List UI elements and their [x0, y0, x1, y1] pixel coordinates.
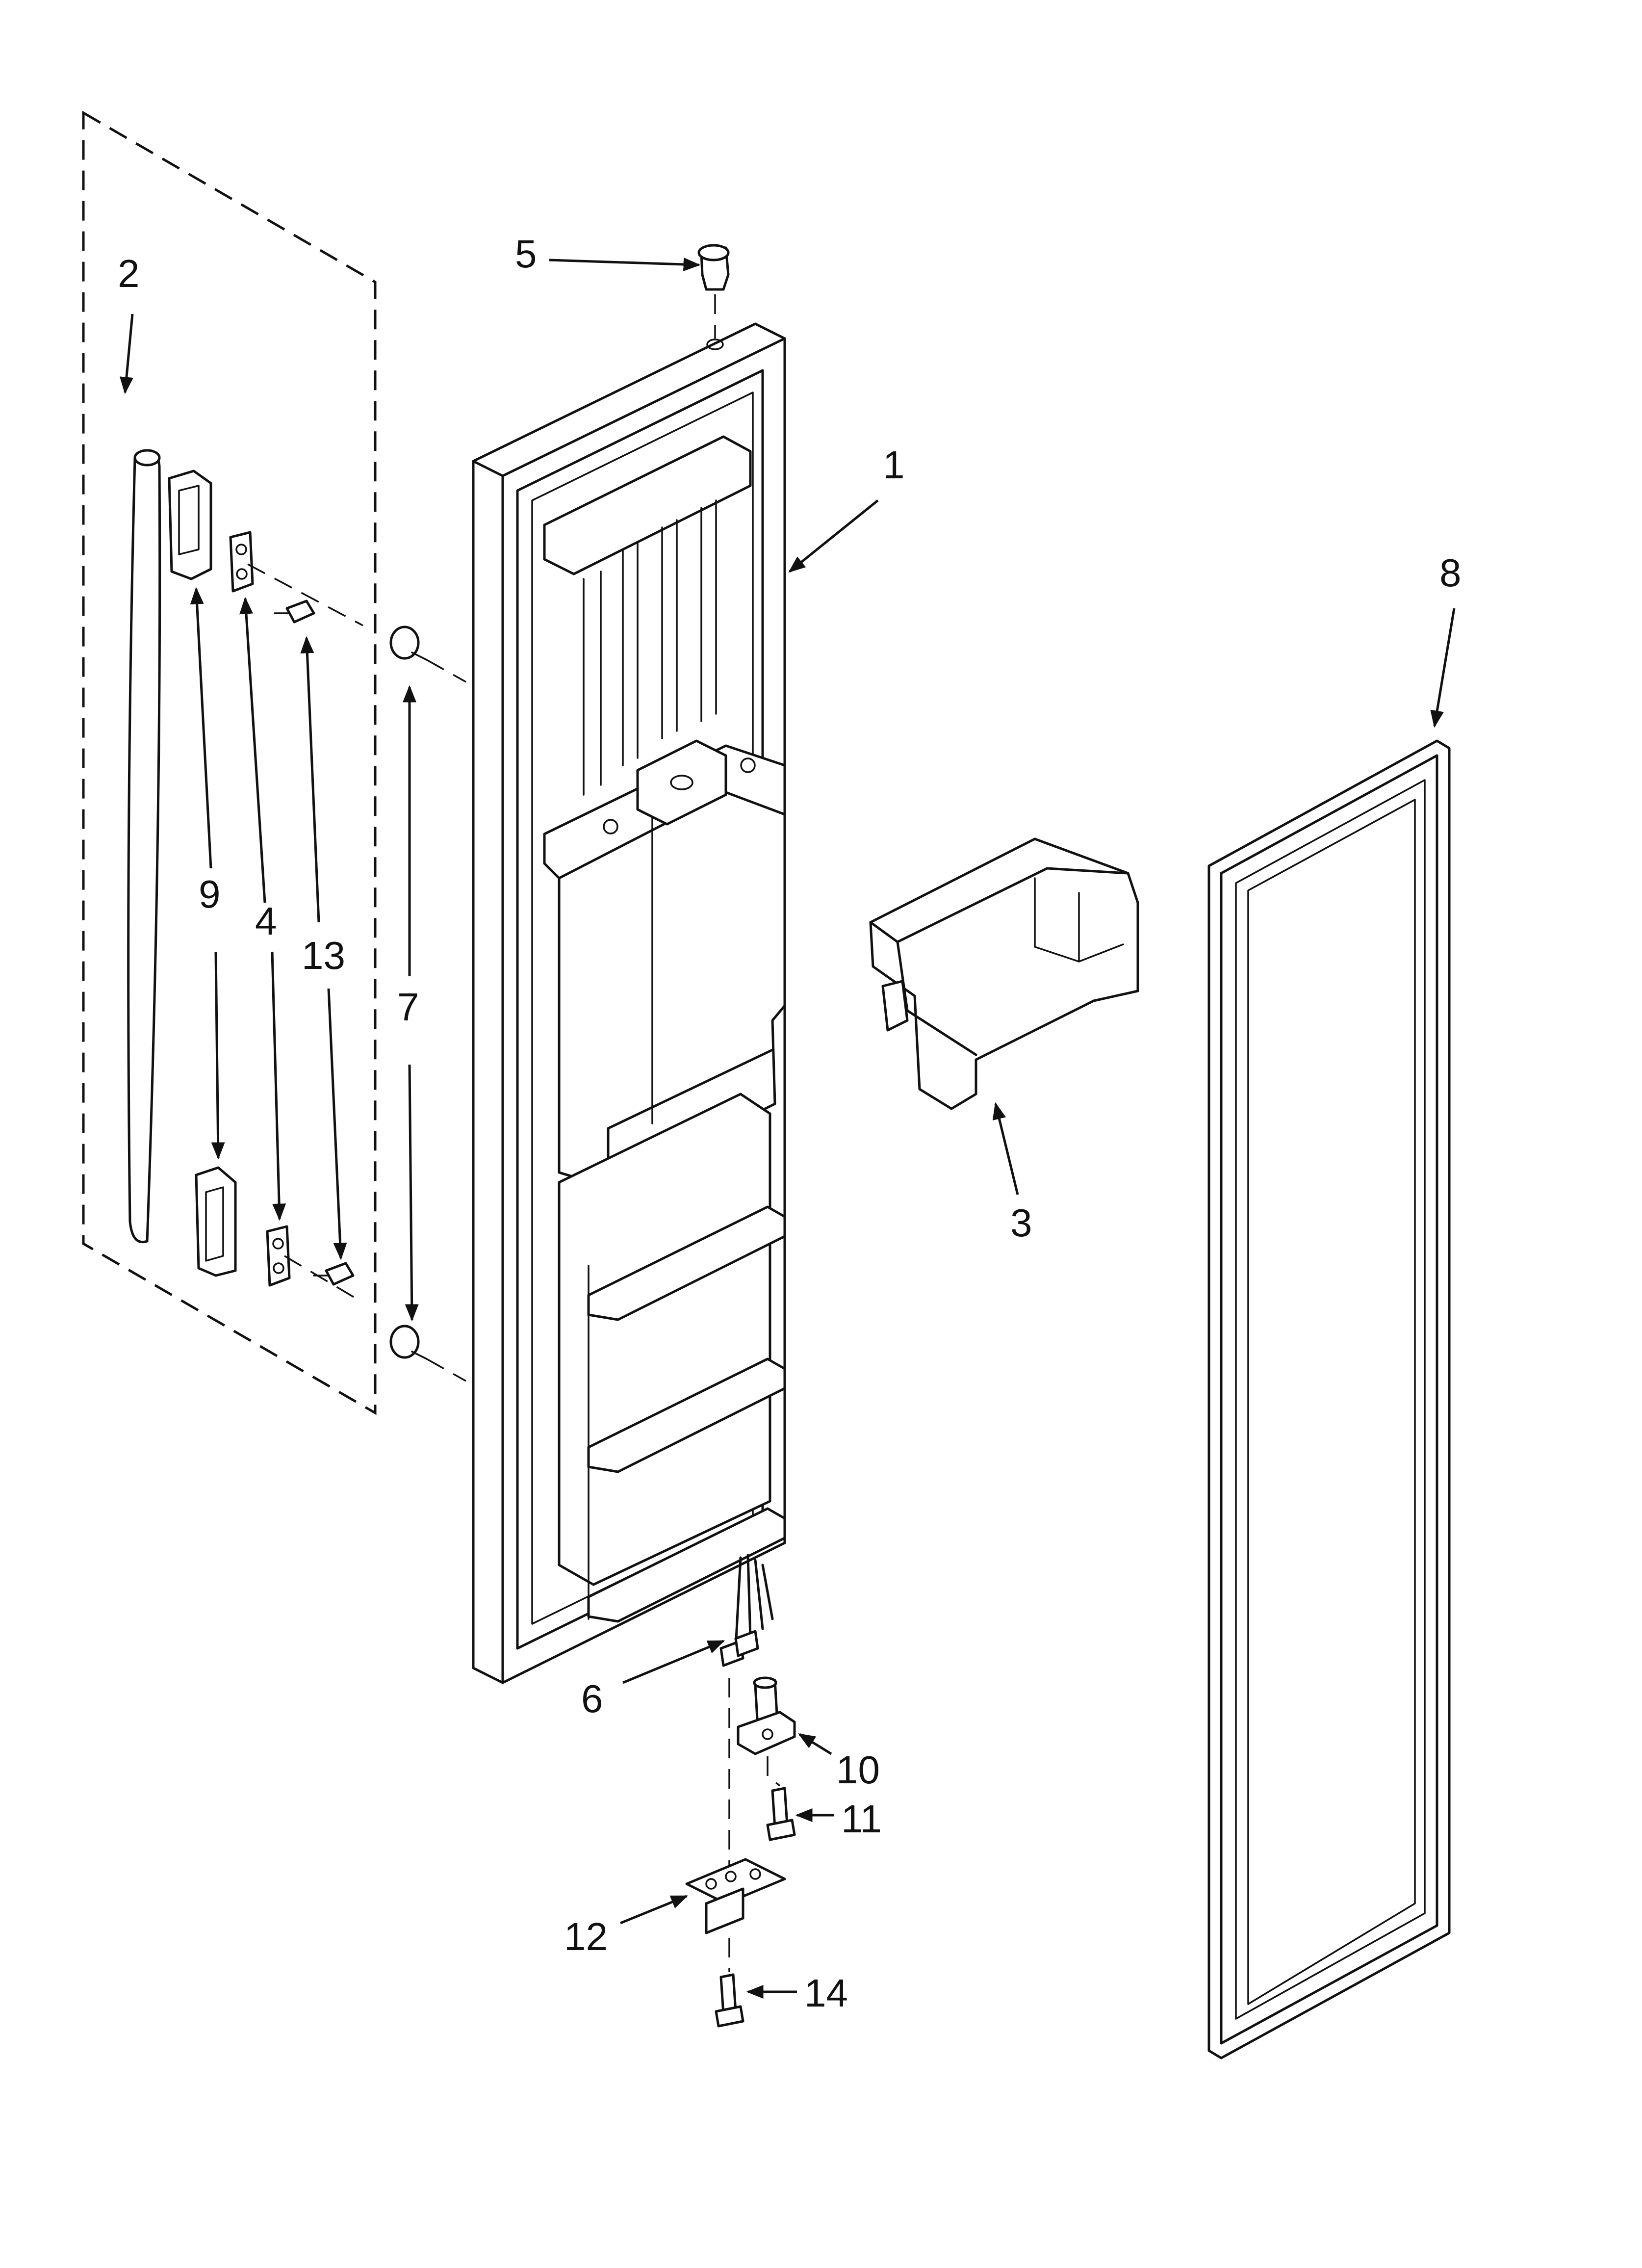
- hinge-screw: [766, 1787, 796, 1841]
- freezer-door: [472, 322, 786, 1684]
- callout-11: 11: [841, 1797, 882, 1841]
- callout-2: 2: [118, 252, 140, 295]
- handle-end-cap-top: [168, 469, 212, 580]
- door-plug-top: [389, 626, 428, 661]
- hinge-bushing: [697, 244, 730, 350]
- door-gasket: [1207, 739, 1451, 2059]
- callout-3: 3: [1010, 1201, 1032, 1245]
- callout-1: 1: [883, 443, 905, 487]
- callout-14: 14: [804, 1971, 848, 2015]
- handle-bracket-bottom: [266, 1225, 291, 1287]
- handle-bracket-top: [229, 531, 254, 593]
- callout-10: 10: [836, 1748, 880, 1792]
- callout-5: 5: [515, 232, 537, 276]
- handle-screw-bottom: [313, 1262, 355, 1286]
- handle-end-cap-bottom: [195, 1166, 237, 1277]
- callout-4: 4: [255, 899, 277, 943]
- callout-13: 13: [302, 934, 345, 977]
- ice-bucket: [869, 837, 1139, 1110]
- callout-12: 12: [564, 1915, 608, 1958]
- bottom-hinge-plate: [685, 1858, 786, 1934]
- door-handle: [127, 449, 161, 1243]
- callout-8: 8: [1439, 551, 1462, 595]
- door-plug-bottom: [389, 1325, 428, 1360]
- callout-9: 9: [199, 872, 221, 916]
- hinge-plate-screw: [715, 1973, 744, 2028]
- callout-7: 7: [397, 985, 419, 1029]
- handle-screw-top: [274, 600, 315, 624]
- callout-6: 6: [581, 1677, 603, 1721]
- handle-kit-group: [82, 110, 377, 1415]
- leader-lines: [120, 257, 1456, 1999]
- wire-harness: [719, 1554, 774, 1667]
- hinge-pin: [737, 1676, 796, 1755]
